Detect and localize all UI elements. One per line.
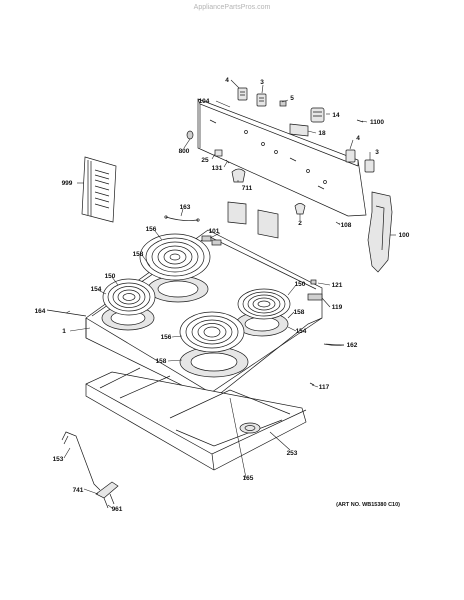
burner-small-right xyxy=(235,288,291,337)
screw-1100 xyxy=(356,119,364,123)
control-panel xyxy=(197,98,367,217)
callout-4-bottom: 4 xyxy=(356,135,360,142)
callout-25: 25 xyxy=(201,157,209,164)
callout-121: 121 xyxy=(332,282,343,289)
callout-999: 999 xyxy=(62,180,73,187)
screw-108 xyxy=(335,221,340,225)
burner-large-front xyxy=(179,311,249,378)
wire-harness-153 xyxy=(61,431,101,491)
knob-800 xyxy=(186,130,194,140)
callout-3-bottom: 3 xyxy=(375,149,379,156)
callout-101: 101 xyxy=(209,228,220,235)
clock-timer-14 xyxy=(310,107,325,123)
bracket-2 xyxy=(294,203,306,215)
watermark-text: AppliancePartsPros.com xyxy=(194,4,271,11)
wire-163 xyxy=(164,215,200,222)
callout-164: 164 xyxy=(35,308,46,315)
indicator-light-5 xyxy=(279,100,287,107)
callout-3-top: 3 xyxy=(260,79,264,86)
leader-lines xyxy=(63,79,396,509)
burner-large-left xyxy=(139,233,211,303)
callout-150-right: 150 xyxy=(295,281,306,288)
support-brackets xyxy=(227,201,279,239)
overlay-18 xyxy=(289,123,309,137)
coil-element-156-front xyxy=(179,311,245,353)
callout-158-right: 158 xyxy=(294,309,305,316)
callout-158-left: 158 xyxy=(133,251,144,258)
callout-156-front: 156 xyxy=(161,334,172,341)
callout-14: 14 xyxy=(332,112,340,119)
bracket-711 xyxy=(231,168,246,183)
callout-156-left: 156 xyxy=(146,226,157,233)
callout-108: 108 xyxy=(341,222,352,229)
callout-153: 153 xyxy=(53,456,64,463)
screw-117 xyxy=(309,382,315,386)
callout-117: 117 xyxy=(319,384,330,391)
callout-100: 100 xyxy=(399,232,410,239)
callout-4-top: 4 xyxy=(225,77,229,84)
callout-253: 253 xyxy=(287,450,298,457)
art-number: (ART NO. WB15380 C10) xyxy=(336,502,400,508)
clip-25 xyxy=(214,149,223,157)
callout-5: 5 xyxy=(290,95,294,102)
burner-box-253 xyxy=(85,367,307,471)
receptacle-121 xyxy=(310,279,317,285)
callout-800: 800 xyxy=(179,148,190,155)
switch-bottom-4-3 xyxy=(345,149,375,173)
terminal-block-101 xyxy=(201,235,222,246)
burner-small-left xyxy=(101,278,156,331)
callout-162: 162 xyxy=(347,342,358,349)
owners-manual-999 xyxy=(81,156,117,223)
callout-154-left: 154 xyxy=(91,286,102,293)
callout-119: 119 xyxy=(332,304,343,311)
callout-104: 104 xyxy=(199,98,210,105)
callout-1100: 1100 xyxy=(370,119,384,126)
callout-741: 741 xyxy=(73,487,84,494)
callout-154-right: 154 xyxy=(296,328,307,335)
coil-element-156-left xyxy=(139,233,211,281)
callout-2: 2 xyxy=(298,220,302,227)
coil-element-150-right xyxy=(237,288,291,320)
callout-1: 1 xyxy=(62,328,66,335)
coil-element-150-left xyxy=(102,278,156,316)
callout-18: 18 xyxy=(318,130,326,137)
callout-961: 961 xyxy=(112,506,123,513)
callout-150-left: 150 xyxy=(105,273,116,280)
callout-labels: 4 3 104 5 14 1100 18 800 25 131 4 3 999 … xyxy=(35,77,410,513)
receptacle-119 xyxy=(307,293,323,301)
callout-165: 165 xyxy=(243,475,254,482)
callout-158-front: 158 xyxy=(156,358,167,365)
infinite-switch-top xyxy=(237,87,267,107)
side-trim-100 xyxy=(367,191,393,273)
callout-711: 711 xyxy=(242,185,253,192)
callout-163: 163 xyxy=(180,204,191,211)
callout-131: 131 xyxy=(212,165,223,172)
screw-131 xyxy=(225,159,230,164)
terminal-plug-741 xyxy=(95,481,119,509)
